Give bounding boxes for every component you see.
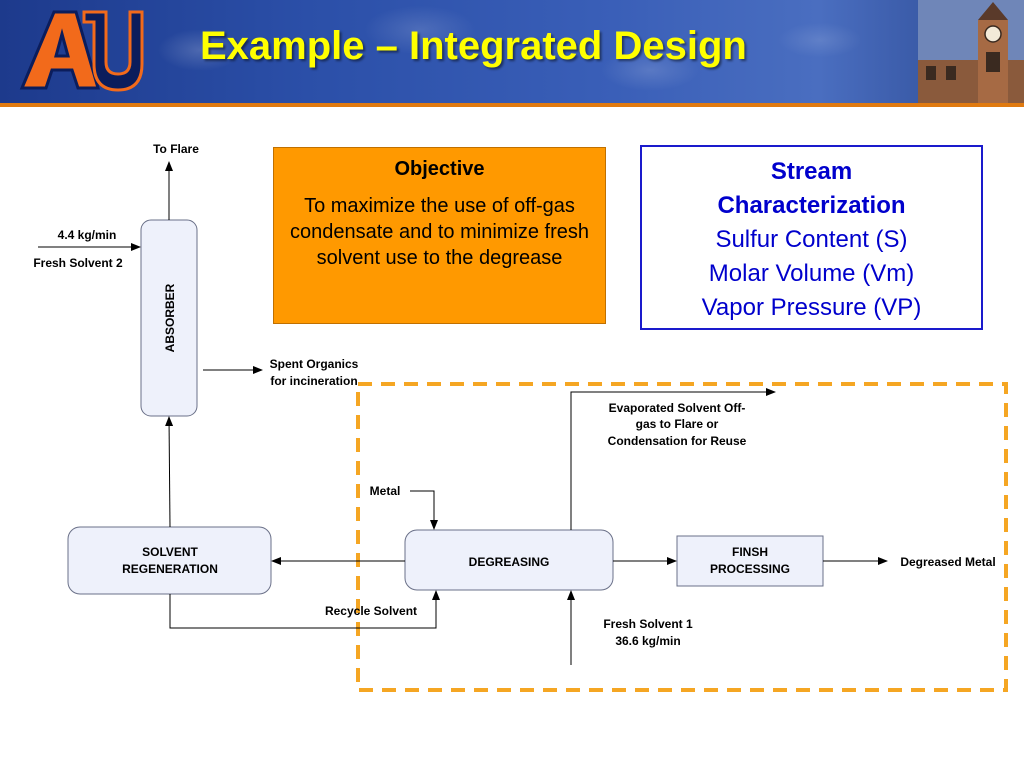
label-metal: Metal [370, 484, 401, 498]
label-fresh-solvent-2-rate: 4.4 kg/min [58, 228, 117, 242]
label-spent-organics-1: Spent Organics [270, 357, 359, 371]
finish-processing-unit [676, 535, 824, 587]
solvent-regeneration-label-1: SOLVENT [142, 545, 198, 559]
label-spent-organics-2: for incineration [270, 374, 357, 388]
solvent-regeneration-label-2: REGENERATION [122, 562, 218, 576]
clock-tower-icon [918, 0, 1024, 103]
header-banner: Example – Integrated Design [0, 0, 1024, 103]
label-evaporated-1: Evaporated Solvent Off- [609, 401, 746, 415]
stream-item-vapor-pressure: Vapor Pressure (VP) [701, 294, 922, 321]
label-to-flare: To Flare [153, 142, 199, 156]
absorber-label: ABSORBER [163, 283, 177, 352]
stream-evaporated-offgas [570, 388, 776, 530]
stream-regen-to-absorber [165, 416, 174, 528]
stream-item-sulfur: Sulfur Content (S) [715, 226, 908, 253]
stream-item-molar-volume: Molar Volume (Vm) [708, 260, 915, 287]
label-degreased-metal: Degreased Metal [900, 555, 995, 569]
banner-pattern [0, 0, 1024, 103]
label-fresh-solvent-1: Fresh Solvent 1 [603, 617, 693, 631]
label-evaporated-3: Condensation for Reuse [608, 434, 747, 448]
label-fresh-solvent-2: Fresh Solvent 2 [33, 256, 123, 270]
label-fresh-solvent-1-rate: 36.6 kg/min [615, 634, 680, 648]
page-title: Example – Integrated Design [200, 24, 747, 68]
stream-title-line1: Stream [770, 158, 853, 185]
header-rule [0, 103, 1024, 107]
objective-body: To maximize the use of off-gas condensat… [289, 195, 590, 269]
degreasing-label: DEGREASING [469, 555, 550, 569]
label-recycle-solvent: Recycle Solvent [325, 604, 417, 618]
finish-processing-label-2: PROCESSING [710, 562, 790, 576]
auburn-logo [19, 10, 144, 92]
finish-processing-label-1: FINSH [732, 545, 768, 559]
stream-characterization-box: Stream Characterization Sulfur Content (… [640, 145, 983, 330]
objective-title: Objective [394, 158, 485, 180]
stream-metal [410, 490, 438, 530]
system-boundary [356, 382, 1008, 692]
solvent-regeneration-unit [67, 526, 272, 595]
degreasing-unit [404, 529, 614, 591]
stream-title-line2: Characterization [717, 192, 906, 219]
process-flow-diagram: ABSORBER SOLVENT REGENERATION DEGREASING… [33, 142, 1008, 692]
label-evaporated-2: gas to Flare or [636, 417, 719, 431]
stream-recycle-solvent [169, 590, 440, 629]
objective-box: Objective To maximize the use of off-gas… [273, 147, 606, 324]
